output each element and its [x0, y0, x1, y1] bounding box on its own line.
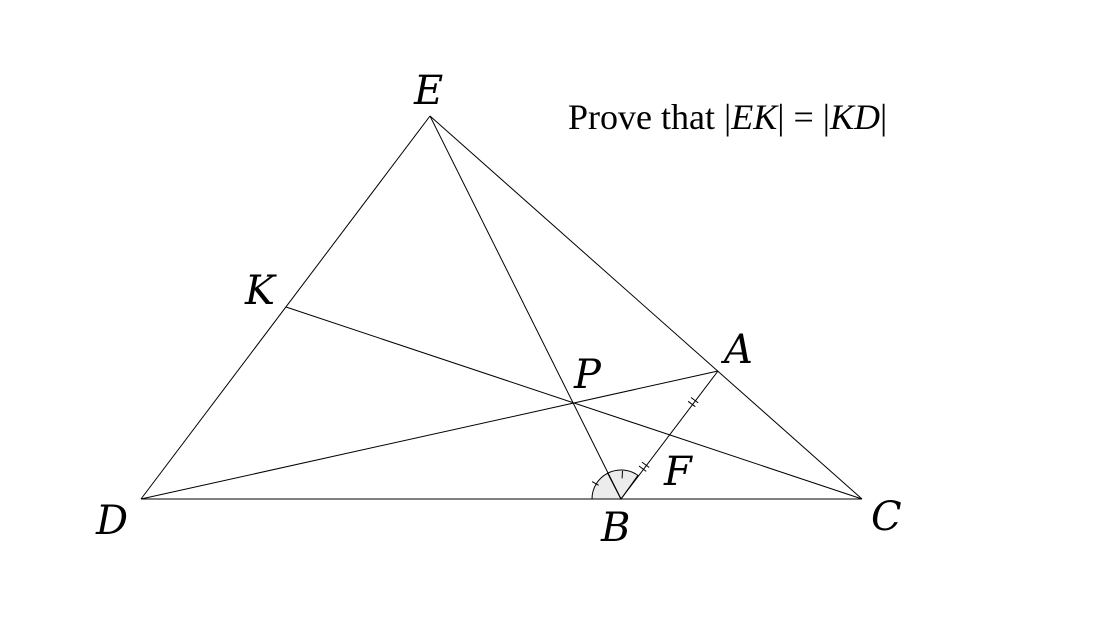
- abs-bar: |: [723, 97, 732, 137]
- segment-da: [140, 370, 719, 500]
- segment-de: [140, 115, 431, 500]
- segment-ba: [620, 370, 719, 500]
- angle-tick-1: [591, 481, 599, 486]
- label-f: F: [663, 449, 693, 495]
- abs-bar: |: [879, 97, 888, 137]
- label-d: D: [95, 498, 128, 544]
- equal-ticks-fa: [687, 397, 699, 408]
- label-p: P: [573, 352, 602, 398]
- segment-kd-name: KD: [829, 97, 880, 137]
- equals-sign: =: [784, 97, 823, 137]
- problem-statement: Prove that |EK| = |KD|: [568, 96, 887, 138]
- segment-ec: [429, 115, 863, 500]
- label-e: E: [413, 68, 443, 114]
- label-c: C: [871, 494, 902, 540]
- equal-ticks-bf: [638, 461, 650, 472]
- segment-eb: [429, 115, 622, 500]
- abs-bar: |: [822, 97, 830, 137]
- label-b: B: [600, 505, 630, 551]
- abs-bar: |: [777, 97, 785, 137]
- label-a: A: [720, 327, 753, 373]
- label-k: K: [244, 268, 277, 314]
- problem-prefix: Prove that: [568, 97, 724, 137]
- segment-ek-name: EK: [731, 97, 778, 137]
